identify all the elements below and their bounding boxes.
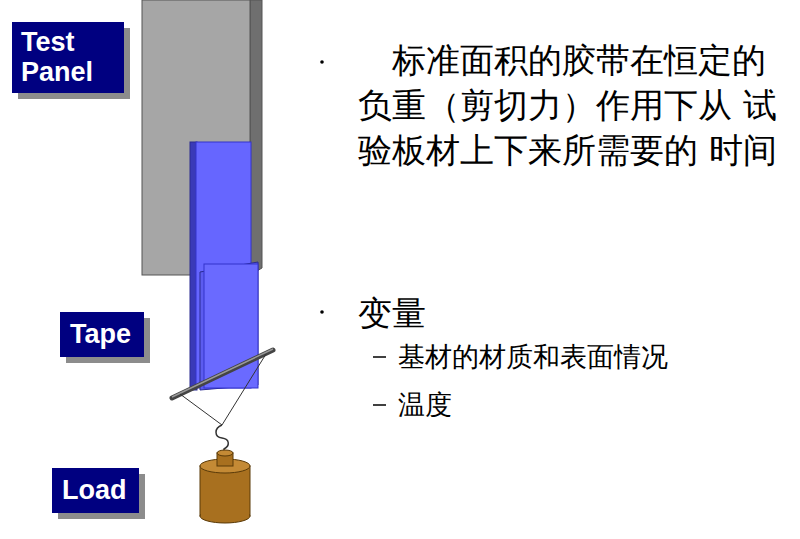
label-box: Test Panel [12,22,124,93]
sub-bullet-text: 温度 [398,388,788,422]
bullet-text: 标准面积的胶带在恒定的 负重（剪切力）作用下从 试验板材上下来所需要的 时间 [358,38,783,173]
bullet [320,310,324,314]
box-label: Tape [70,319,134,349]
bullet [320,60,324,64]
label-box: Load [52,468,139,513]
bullet-text: 变量 [358,291,558,336]
label-box: Tape [60,312,144,357]
box-label: Test Panel [21,27,113,87]
rod [172,350,273,398]
weight-fill [201,470,249,516]
sub-bullet-text: 基材的材质和表面情况 [398,340,788,374]
weight-knob-top [217,450,233,456]
string [222,354,266,425]
string [180,394,222,425]
box-label: Load [62,475,129,505]
rod-highlight [172,349,273,397]
dash [373,356,386,358]
dash [373,404,386,406]
panel-side [250,0,262,275]
